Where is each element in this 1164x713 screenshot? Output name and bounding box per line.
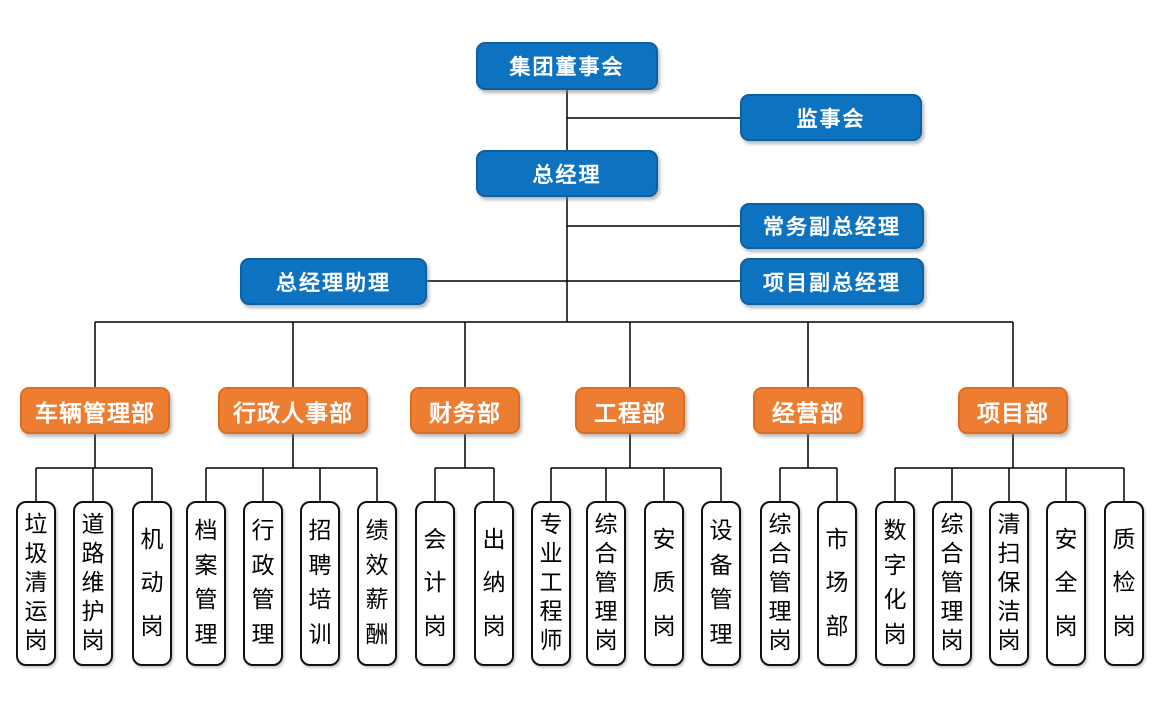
node-group-board: 集团董事会 [476,42,658,90]
position-box: 招聘培训 [300,501,340,666]
position-box: 市场部 [817,501,857,666]
position-box: 数字化岗 [875,501,915,666]
position-box: 专业工程师 [531,501,571,666]
position-box: 安质岗 [644,501,684,666]
position-box: 会计岗 [415,501,455,666]
position-box: 出纳岗 [474,501,514,666]
position-box: 综合管理岗 [932,501,972,666]
dept-vehicle-management: 车辆管理部 [20,387,170,434]
dept-operations: 经营部 [753,387,863,434]
position-box: 清扫保洁岗 [989,501,1029,666]
position-box: 绩效薪酬 [357,501,397,666]
position-box: 设备管理 [701,501,741,666]
dept-admin-hr: 行政人事部 [218,387,368,434]
position-box: 质检岗 [1104,501,1144,666]
position-box: 垃圾清运岗 [16,501,56,666]
node-general-manager: 总经理 [476,150,658,197]
position-box: 机动岗 [132,501,172,666]
dept-finance: 财务部 [410,387,520,434]
position-box: 安全岗 [1046,501,1086,666]
position-box: 道路维护岗 [73,501,113,666]
node-executive-deputy-gm: 常务副总经理 [740,203,924,249]
node-gm-assistant: 总经理助理 [240,258,427,305]
position-box: 档案管理 [186,501,226,666]
dept-engineering: 工程部 [575,387,685,434]
node-project-deputy-gm: 项目副总经理 [740,258,924,305]
node-supervisory-board: 监事会 [740,94,922,141]
dept-project: 项目部 [958,387,1068,434]
position-box: 行政管理 [243,501,283,666]
position-box: 综合管理岗 [760,501,800,666]
position-box: 综合管理岗 [586,501,626,666]
